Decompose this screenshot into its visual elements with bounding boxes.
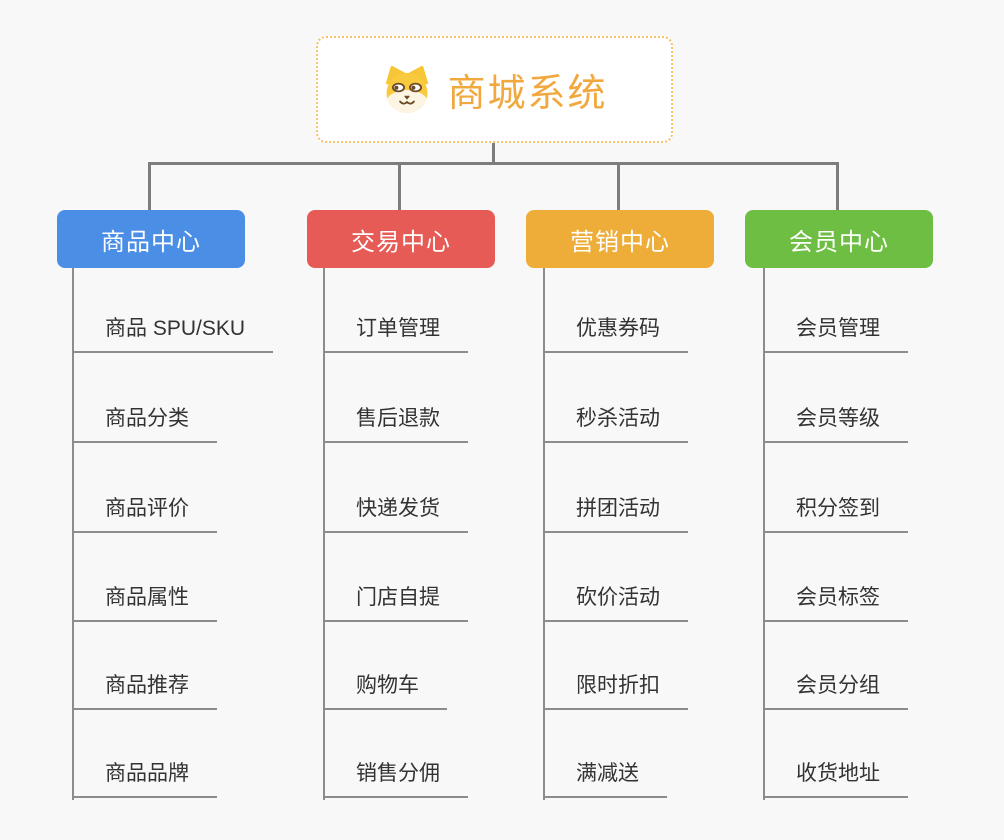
branch-node-product-center[interactable]: 商品中心 <box>57 210 245 268</box>
leaf-node[interactable]: 门店自提 <box>323 584 468 622</box>
leaf-node[interactable]: 商品评价 <box>72 495 217 533</box>
connector-bus <box>148 162 839 165</box>
leaf-node[interactable]: 商品品牌 <box>72 760 217 798</box>
leaf-node[interactable]: 砍价活动 <box>543 584 688 622</box>
branch-trunk-member <box>763 268 765 800</box>
root-label: 商城系统 <box>447 73 608 115</box>
connector-drop-marketing <box>617 162 620 210</box>
leaf-node[interactable]: 拼团活动 <box>543 495 688 533</box>
connector-drop-trade <box>398 162 401 210</box>
branch-trunk-trade <box>323 268 325 800</box>
shiba-dog-icon <box>381 65 433 114</box>
connector-drop-member <box>836 162 839 210</box>
leaf-node[interactable]: 购物车 <box>323 672 447 710</box>
leaf-node[interactable]: 会员分组 <box>763 672 908 710</box>
leaf-node[interactable]: 商品推荐 <box>72 672 217 710</box>
leaf-node[interactable]: 售后退款 <box>323 405 468 443</box>
leaf-node[interactable]: 订单管理 <box>323 315 468 353</box>
leaf-node[interactable]: 商品分类 <box>72 405 217 443</box>
branch-node-member-center[interactable]: 会员中心 <box>745 210 933 268</box>
connector-drop-product <box>148 162 151 210</box>
leaf-node[interactable]: 商品属性 <box>72 584 217 622</box>
leaf-node[interactable]: 会员管理 <box>763 315 908 353</box>
leaf-node[interactable]: 会员标签 <box>763 584 908 622</box>
leaf-node[interactable]: 商品 SPU/SKU <box>72 315 274 353</box>
root-node[interactable]: 商城系统 <box>316 36 673 143</box>
connector-root-stub <box>492 142 495 164</box>
leaf-node[interactable]: 快递发货 <box>323 495 468 533</box>
leaf-node[interactable]: 优惠券码 <box>543 315 688 353</box>
leaf-node[interactable]: 积分签到 <box>763 495 908 533</box>
branch-node-trade-center[interactable]: 交易中心 <box>307 210 495 268</box>
leaf-node[interactable]: 销售分佣 <box>323 760 468 798</box>
leaf-node[interactable]: 秒杀活动 <box>543 405 688 443</box>
leaf-node[interactable]: 会员等级 <box>763 405 908 443</box>
branch-node-marketing-center[interactable]: 营销中心 <box>526 210 714 268</box>
leaf-node[interactable]: 收货地址 <box>763 760 908 798</box>
leaf-node[interactable]: 限时折扣 <box>543 672 688 710</box>
branch-trunk-product <box>72 268 74 800</box>
branch-trunk-marketing <box>543 268 545 800</box>
leaf-node[interactable]: 满减送 <box>543 760 667 798</box>
